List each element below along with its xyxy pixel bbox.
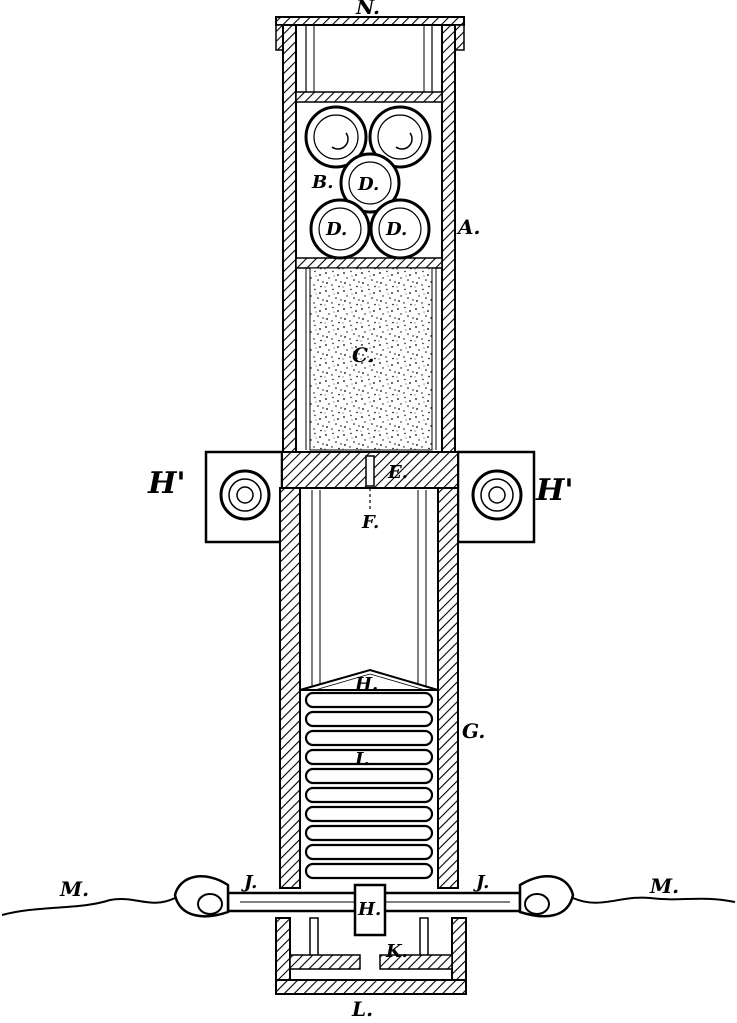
top-cap [275,16,465,26]
label-d: D. [357,174,379,195]
ball [369,198,431,260]
ball [339,152,401,214]
label-e: E. [387,462,408,483]
label-d: D. [325,219,347,240]
firing-pin [365,455,375,487]
label-i: I. [354,749,370,770]
label-h-plunger: H. [357,899,381,920]
ball [304,105,368,169]
lug-bolt-left [219,469,271,521]
lug-bolt-right [471,469,523,521]
label-c: C. [352,343,375,367]
label-h-cone: H. [354,674,378,695]
cylinder-wall-left [279,487,301,889]
eye-left [173,875,230,918]
upper-partition [295,91,443,103]
upper-tube [275,16,465,456]
eye-right [518,875,575,918]
cross-block [204,450,536,544]
label-d: D. [385,219,407,240]
label-m-right: M. [649,874,679,898]
wire-right [572,896,736,904]
label-j-left: J. [241,872,257,893]
label-a: A. [456,215,480,239]
tube-wall-right [441,24,456,456]
wire-left [1,897,176,916]
trigger-assembly [1,875,736,937]
label-l: L. [351,997,373,1021]
label-h-prime-right: H' [535,473,574,508]
plunger [353,883,387,937]
label-n: N. [355,0,380,19]
label-f: F. [361,512,379,533]
powder-chamber [309,267,433,451]
lower-cylinder [279,487,459,889]
label-h-prime-left: H' [147,466,186,501]
ball-chamber [304,105,432,260]
label-j-right: J. [473,872,489,893]
tube-wall-left [282,24,297,456]
label-m-left: M. [59,877,89,901]
labels: N. A. B. D. D. D. C. E. F. H' H' H. G. I… [59,0,679,1021]
ball [368,105,432,169]
label-k: K. [385,941,408,962]
spring [304,691,434,880]
bottom-cap [275,917,467,995]
cylinder-wall-right [437,487,459,889]
label-g: G. [462,719,485,743]
label-b: B. [311,172,333,193]
middle-partition [295,257,443,269]
ball [309,198,371,260]
